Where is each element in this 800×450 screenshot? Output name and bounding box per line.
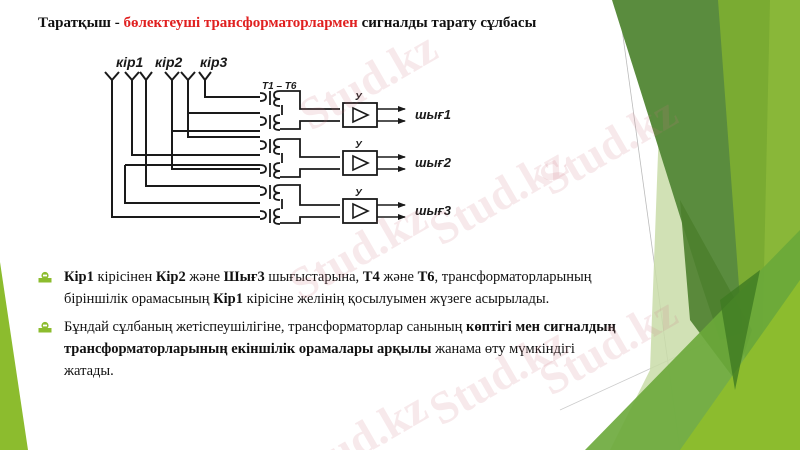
text-segment: кірісіне желінің қосылуымен жүзеге асыры…: [242, 291, 550, 307]
transformer-label: T1 – T6: [262, 81, 297, 92]
output-label-3: шығ3: [415, 203, 452, 218]
text-segment: және: [379, 269, 418, 285]
text-segment: және: [185, 269, 224, 285]
title-part-3: сигналды тарату сұлбасы: [357, 15, 537, 31]
title-part-1: Таратқыш -: [38, 15, 124, 31]
green-inbox-icon: [38, 271, 52, 283]
text-segment: кірісінен: [93, 269, 156, 285]
amplifier-label-2: У: [355, 140, 363, 151]
text-segment: , трансформаторларының біріншілік орамас…: [64, 269, 592, 307]
text-segment: Шығ3: [223, 269, 265, 285]
text-segment: Кір2: [155, 269, 186, 285]
amplifier-label-3: У: [355, 188, 363, 199]
text-segment: Кір1: [64, 269, 94, 285]
text-segment: көптігі мен сигналдың трансформаторларын…: [64, 319, 616, 357]
slide-title: Таратқыш - бөлектеуші трансформаторларме…: [38, 15, 536, 32]
input-label-3: кір3: [200, 54, 228, 70]
circuit-diagram: кір1 кір2 кір3 T1 – T6 У У У шығ1 шығ2 ш…: [104, 54, 452, 225]
output-label-1: шығ1: [415, 107, 451, 122]
text-segment: шығыстарына,: [264, 269, 363, 285]
title-part-highlight: бөлектеуші трансформаторлармен: [123, 15, 358, 31]
input-label-2: кір2: [155, 54, 183, 70]
text-segment: жанама өту мүмкіндігі жатады.: [64, 341, 575, 379]
text-segment: Т6: [417, 269, 435, 285]
bullet-item-1: Кір1 кірісінен Кір2 және Шығ3 шығыстарын…: [38, 266, 618, 310]
input-label-1: кір1: [116, 54, 144, 70]
text-segment: Т4: [362, 269, 380, 285]
bullet-item-2: Бұндай сұлбаның жетіспеушілігіне, трансф…: [38, 316, 618, 382]
output-label-2: шығ2: [415, 155, 452, 170]
text-segment: Кір1: [213, 291, 243, 307]
amplifier-label-1: У: [355, 92, 363, 103]
green-inbox-icon: [38, 321, 52, 333]
text-segment: Бұндай сұлбаның жетіспеушілігіне, трансф…: [64, 319, 467, 335]
bullet-list: Кір1 кірісінен Кір2 және Шығ3 шығыстарын…: [38, 266, 618, 388]
